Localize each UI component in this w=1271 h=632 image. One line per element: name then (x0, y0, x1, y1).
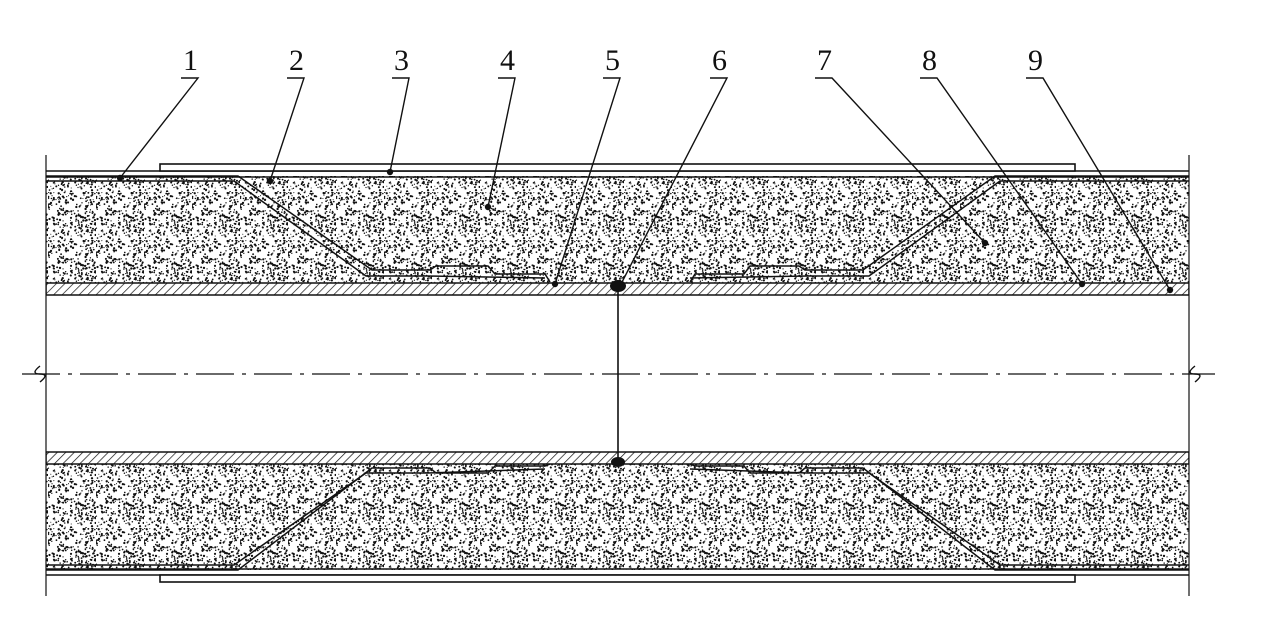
callout-labels: 1 2 3 4 5 6 7 8 9 (183, 44, 1043, 77)
lower-sleeve (46, 463, 1189, 571)
upper-insulation (46, 176, 1189, 283)
callout-6: 6 (712, 44, 727, 77)
upper-outer-jacket (46, 163, 1189, 178)
callout-7: 7 (817, 44, 832, 77)
lower-insulation (46, 464, 1189, 570)
break-mark-left (34, 365, 46, 383)
callout-3: 3 (394, 44, 409, 77)
callout-9: 9 (1028, 44, 1043, 77)
callout-5: 5 (605, 44, 620, 77)
leader-dots (116, 168, 1174, 294)
callout-2: 2 (289, 44, 304, 77)
callout-1: 1 (183, 44, 198, 77)
leader-lines (119, 77, 1171, 291)
lower-outer-jacket (46, 568, 1189, 583)
break-mark-right (1189, 365, 1201, 383)
callout-8: 8 (922, 44, 937, 77)
callout-4: 4 (500, 44, 515, 77)
